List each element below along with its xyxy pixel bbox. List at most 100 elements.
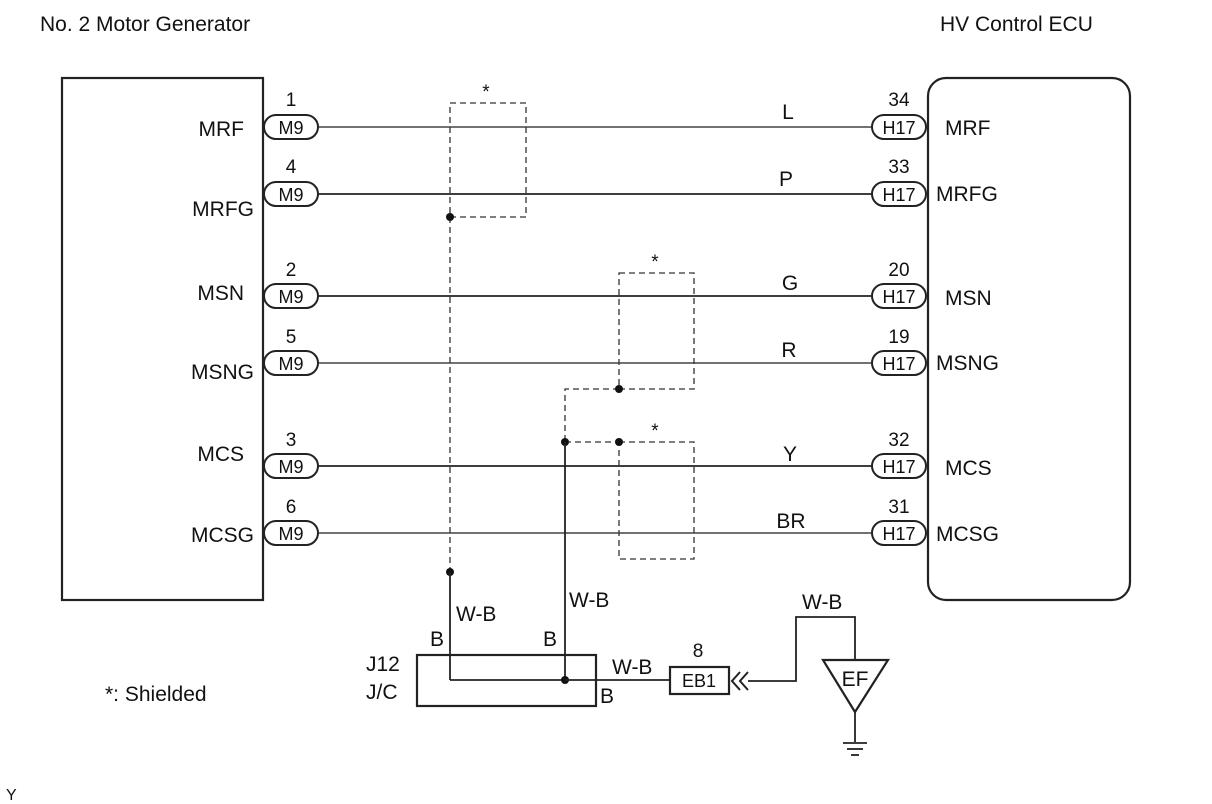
shield-marker: * bbox=[482, 82, 490, 103]
wire-color-label: P bbox=[779, 168, 793, 191]
right-pin-label: MRF bbox=[945, 117, 991, 140]
right-connector-pill bbox=[871, 181, 927, 207]
right-pin-label: MSNG bbox=[936, 352, 999, 375]
right-pin-label: MRFG bbox=[936, 183, 998, 206]
right-connector-id: H17 bbox=[882, 287, 915, 307]
left-pin-label: MCS bbox=[197, 443, 244, 466]
left-pin-number: 1 bbox=[286, 90, 297, 111]
jc-type: J/C bbox=[366, 681, 398, 704]
wire-color-label: BR bbox=[776, 510, 805, 533]
wire-color-label: W-B bbox=[456, 603, 496, 626]
footer-mark: Y bbox=[6, 787, 17, 804]
shield-group-mrf: * bbox=[446, 82, 527, 572]
left-pin-number: 3 bbox=[286, 430, 297, 451]
shield-box bbox=[618, 272, 695, 390]
left-pin-number: 6 bbox=[286, 497, 297, 518]
left-connector-pill bbox=[263, 350, 319, 376]
right-connector-pill bbox=[871, 283, 927, 309]
left-connector-pill bbox=[263, 520, 319, 546]
eb1-box bbox=[668, 665, 731, 696]
left-pin-label: MRF bbox=[199, 118, 245, 141]
shield-box bbox=[618, 441, 695, 560]
right-connector-pill bbox=[871, 350, 927, 376]
right-pin-label: MCS bbox=[945, 457, 992, 480]
right-pin-label: MCSG bbox=[936, 523, 999, 546]
left-connector-id: M9 bbox=[278, 118, 303, 138]
left-connector-pill bbox=[263, 453, 319, 479]
jc-pin-label: B bbox=[430, 628, 444, 651]
wire-color-label: G bbox=[782, 272, 798, 295]
right-connector-pill bbox=[871, 114, 927, 140]
left-pin-number: 5 bbox=[286, 327, 297, 348]
connector-chevron-icon bbox=[730, 671, 741, 691]
shield-group-mcs: * bbox=[561, 421, 695, 560]
wire-color-label: W-B bbox=[612, 656, 652, 679]
ground-wiring: W-B W-B W-B W-B bbox=[446, 442, 842, 684]
jc-box bbox=[415, 653, 598, 708]
left-connector-group: MRF 1 M9 MRFG 4 M9 MSN 2 M9 MSNG 5 M9 MC… bbox=[191, 90, 319, 547]
left-connector-id: M9 bbox=[278, 354, 303, 374]
shield-group-msn: * bbox=[564, 252, 695, 442]
shield-marker: * bbox=[651, 252, 659, 273]
left-connector-id: M9 bbox=[278, 185, 303, 205]
wire-color-label: L bbox=[782, 101, 794, 124]
left-pin-label: MSN bbox=[197, 282, 244, 305]
shield-box bbox=[449, 102, 527, 218]
eb1-id: EB1 bbox=[682, 671, 716, 691]
right-pin-number: 33 bbox=[888, 157, 909, 178]
shield-marker: * bbox=[651, 421, 659, 442]
motor-generator-box bbox=[60, 76, 265, 602]
left-connector-id: M9 bbox=[278, 287, 303, 307]
connector-eb1: 8 EB1 bbox=[668, 616, 856, 696]
wire-color-label: W-B bbox=[802, 591, 842, 614]
left-connector-id: M9 bbox=[278, 524, 303, 544]
right-connector-id: H17 bbox=[882, 354, 915, 374]
right-pin-number: 20 bbox=[888, 260, 909, 281]
jc-pin-label: B bbox=[543, 628, 557, 651]
left-component-title: No. 2 Motor Generator bbox=[40, 13, 250, 36]
wire-color-label: Y bbox=[783, 443, 797, 466]
right-connector-id: H17 bbox=[882, 118, 915, 138]
right-connector-id: H17 bbox=[882, 524, 915, 544]
left-connector-pill bbox=[263, 181, 319, 207]
right-component-title: HV Control ECU bbox=[940, 13, 1093, 36]
left-pin-label: MCSG bbox=[191, 524, 254, 547]
right-connector-id: H17 bbox=[882, 457, 915, 477]
right-connector-id: H17 bbox=[882, 185, 915, 205]
junction-connector-j12: B B B J12 J/C bbox=[366, 628, 614, 708]
splice-point bbox=[446, 213, 454, 221]
left-pin-number: 4 bbox=[286, 157, 297, 178]
left-pin-number: 2 bbox=[286, 260, 297, 281]
right-connector-pill bbox=[871, 520, 927, 546]
eb1-pin-number: 8 bbox=[693, 641, 704, 662]
right-pin-number: 31 bbox=[888, 497, 909, 518]
connector-chevron-icon bbox=[738, 671, 749, 691]
wire-color-codes: L P G R Y BR bbox=[776, 101, 805, 533]
shield-drain-wire bbox=[564, 388, 619, 442]
wire-color-label: R bbox=[781, 339, 796, 362]
left-connector-pill bbox=[263, 114, 319, 140]
right-pin-number: 19 bbox=[888, 327, 909, 348]
left-connector-pill bbox=[263, 283, 319, 309]
circuit-wires bbox=[318, 126, 872, 534]
right-connector-pill bbox=[871, 453, 927, 479]
ground-point-ef: EF bbox=[821, 658, 891, 756]
ground-wire-to-ef bbox=[748, 616, 856, 682]
legend-shielded: *: Shielded bbox=[105, 683, 207, 706]
right-pin-label: MSN bbox=[945, 287, 992, 310]
ground-triangle-icon bbox=[821, 658, 891, 715]
left-pin-label: MRFG bbox=[192, 198, 254, 221]
jc-id: J12 bbox=[366, 653, 400, 676]
jc-pin-label: B bbox=[600, 685, 614, 708]
left-connector-id: M9 bbox=[278, 457, 303, 477]
splice-point bbox=[615, 385, 623, 393]
right-pin-number: 32 bbox=[888, 430, 909, 451]
left-pin-label: MSNG bbox=[191, 361, 254, 384]
splice-point bbox=[615, 438, 623, 446]
right-pin-number: 34 bbox=[888, 90, 910, 111]
wire-color-label: W-B bbox=[569, 589, 609, 612]
hv-control-ecu-box bbox=[926, 76, 1132, 602]
right-connector-group: 34 H17 MRF 33 H17 MRFG 20 H17 MSN 19 H17… bbox=[871, 90, 999, 546]
ground-point-label: EF bbox=[842, 668, 869, 691]
